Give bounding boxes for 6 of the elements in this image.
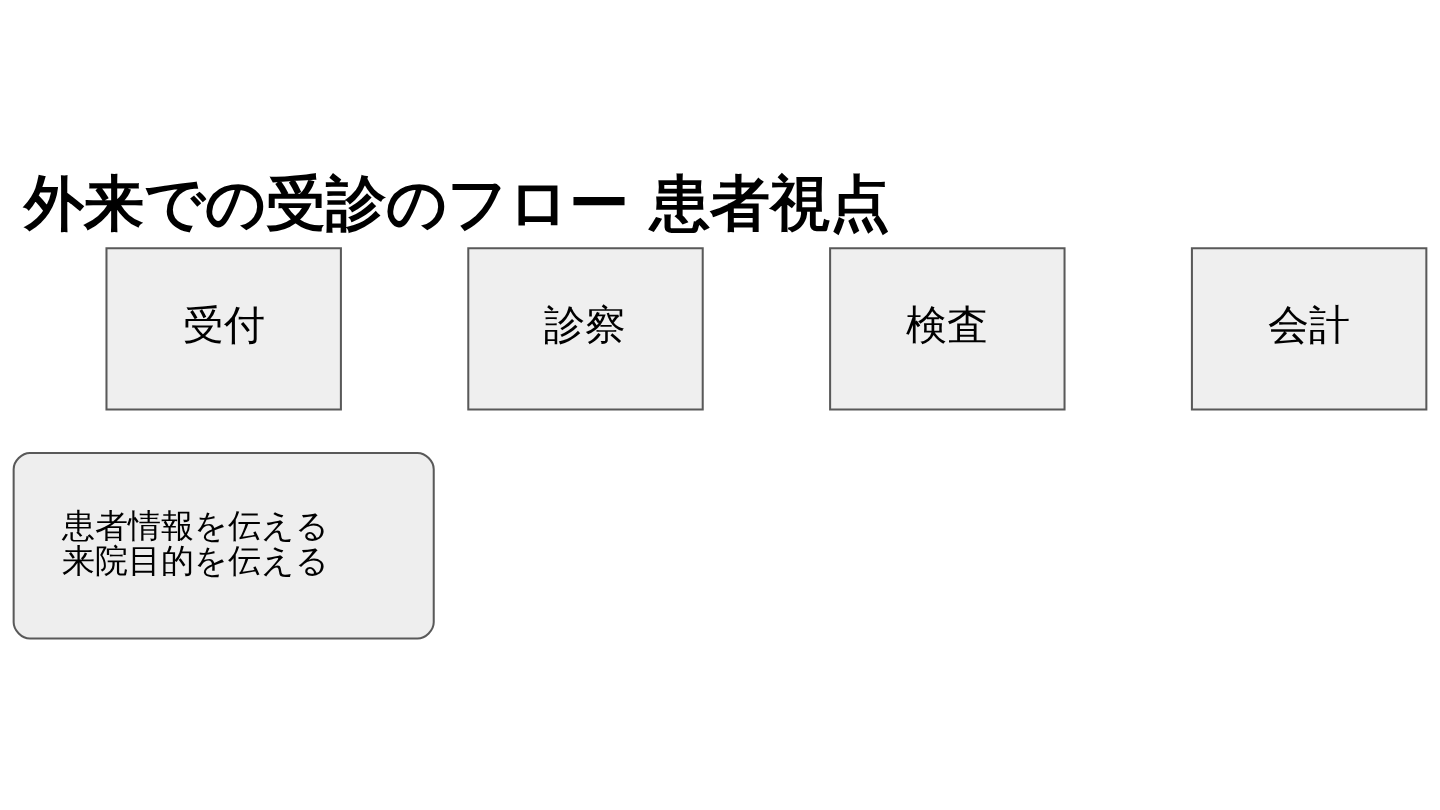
node-box: 検査: [829, 246, 1066, 411]
node-box: 受付: [105, 246, 342, 411]
diagram-title: 外来での受診のフロー 患者視点: [24, 168, 891, 238]
node-box: 会計: [1190, 246, 1428, 411]
node-box: 診察: [467, 246, 704, 411]
node-box: 患者情報を伝える 来院目的を伝える: [12, 451, 435, 640]
